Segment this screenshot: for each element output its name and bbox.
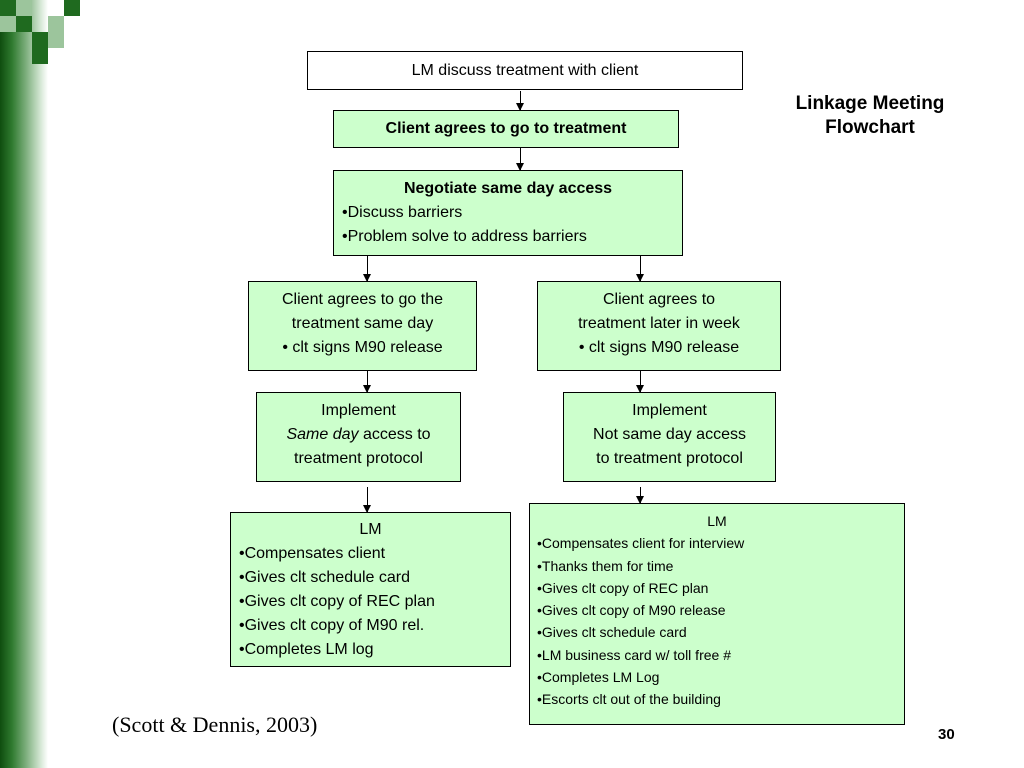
node-line: treatment same day xyxy=(291,315,434,332)
arrow-connector xyxy=(363,371,371,393)
node-heading: Negotiate same day access xyxy=(403,180,613,197)
bullet-item: •Gives clt copy of M90 rel. xyxy=(239,617,425,634)
citation: (Scott & Dennis, 2003) xyxy=(112,712,318,737)
page-title: Linkage Meeting Flowchart xyxy=(780,92,960,140)
page-number: 30 xyxy=(938,726,955,743)
node-client-agrees: Client agrees to go to treatment xyxy=(333,110,679,148)
bullet-item: •Gives clt schedule card xyxy=(239,569,411,586)
arrow-connector xyxy=(636,256,644,282)
bullet-item: •Completes LM Log xyxy=(537,669,660,686)
bullet-item: •Problem solve to address barriers xyxy=(342,228,587,245)
node-line: Same day access to xyxy=(257,423,460,447)
decorative-side-bar xyxy=(0,0,48,768)
bullet-item: •Completes LM log xyxy=(239,641,374,658)
arrow-connector xyxy=(363,256,371,282)
italic-text: Same day xyxy=(286,426,359,443)
node-line: to treatment protocol xyxy=(596,450,743,467)
node-lm-discuss: LM discuss treatment with client xyxy=(307,51,743,90)
bullet-item: •LM business card w/ toll free # xyxy=(537,646,731,663)
bullet-item: •Gives clt copy of REC plan xyxy=(537,579,709,596)
node-line: • clt signs M90 release xyxy=(578,339,740,356)
decor-square xyxy=(0,0,16,16)
title-line-1: Linkage Meeting xyxy=(795,93,945,114)
node-text: access to xyxy=(358,426,431,443)
decor-square xyxy=(0,16,16,32)
bullet-item: •Compensates client xyxy=(239,545,386,562)
node-same-day-agree: Client agrees to go the treatment same d… xyxy=(248,281,477,371)
arrow-connector xyxy=(636,371,644,393)
bullet-item: •Gives clt copy of REC plan xyxy=(239,593,435,610)
arrow-connector xyxy=(363,487,371,513)
decor-square xyxy=(16,16,32,32)
node-line: Implement xyxy=(321,402,396,419)
node-lm-right: LM •Compensates client for interview •Th… xyxy=(529,503,905,725)
decor-square xyxy=(64,0,80,16)
node-text: LM discuss treatment with client xyxy=(411,62,639,79)
node-line: Client agrees to go the xyxy=(282,291,443,308)
decor-square xyxy=(32,32,48,48)
node-line: Client agrees to xyxy=(602,291,716,308)
arrow-connector xyxy=(636,487,644,504)
node-line: • clt signs M90 release xyxy=(282,339,443,356)
decor-square xyxy=(16,0,32,16)
node-lm-left: LM •Compensates client •Gives clt schedu… xyxy=(230,512,511,667)
node-later-agree: Client agrees to treatment later in week… xyxy=(537,281,781,371)
bullet-item: •Gives clt copy of M90 release xyxy=(537,602,726,619)
node-line: Not same day access xyxy=(593,426,746,443)
bullet-item: •Thanks them for time xyxy=(537,557,674,574)
node-line: Implement xyxy=(632,402,707,419)
bullet-item: •Discuss barriers xyxy=(342,204,463,221)
node-implement-not-same-day: Implement Not same day access to treatme… xyxy=(563,392,776,482)
decor-square xyxy=(48,32,64,48)
arrow-connector xyxy=(516,148,524,171)
bullet-item: •Escorts clt out of the building xyxy=(537,691,721,708)
arrow-connector xyxy=(516,91,524,111)
node-line: treatment protocol xyxy=(294,450,423,467)
title-line-2: Flowchart xyxy=(825,117,915,138)
node-heading: LM xyxy=(707,513,727,529)
node-implement-same-day: Implement Same day access to treatment p… xyxy=(256,392,461,482)
node-negotiate: Negotiate same day access •Discuss barri… xyxy=(333,170,683,256)
node-line: treatment later in week xyxy=(578,315,740,332)
decor-square xyxy=(32,48,48,64)
node-heading: LM xyxy=(359,521,382,538)
node-text: Client agrees to go to treatment xyxy=(385,120,627,137)
decor-square xyxy=(48,16,64,32)
bullet-item: •Compensates client for interview xyxy=(537,535,745,552)
bullet-item: •Gives clt schedule card xyxy=(537,624,687,641)
